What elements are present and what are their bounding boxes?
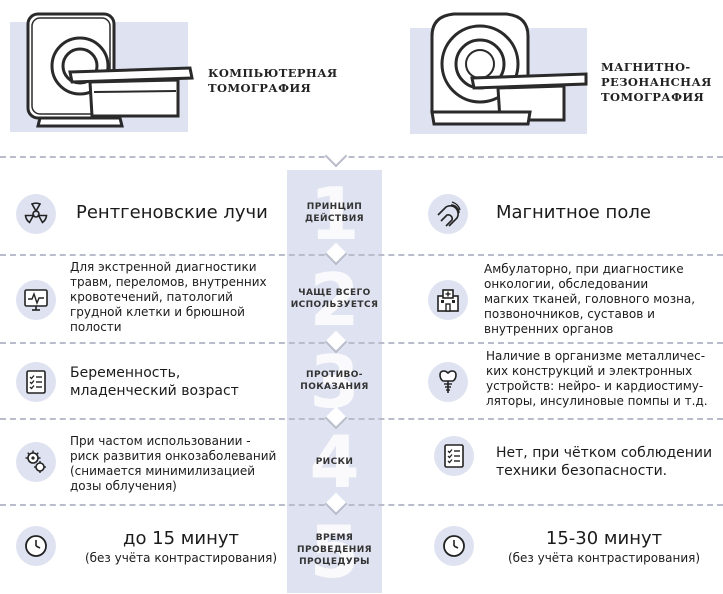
row-5-right-icon-wrap	[434, 526, 474, 566]
monitor-icon	[24, 289, 48, 311]
row-5-left-note: (без учёта контрастирования)	[84, 551, 278, 565]
clock-icon	[25, 535, 47, 557]
row-1-right-text: Магнитное поле	[496, 202, 651, 223]
row-5-left-text: до 15 минут (без учёта контрастирования)	[76, 528, 286, 566]
divider-3	[0, 418, 723, 420]
row-1-left-text: Рентгеновские лучи	[76, 202, 268, 223]
row-5-label-line-1: Время	[315, 532, 354, 543]
row-2-left-line-5: полости	[70, 320, 122, 334]
row-3-left-line-2: младенческий возраст	[70, 383, 239, 399]
row-4-label: Риски	[316, 456, 354, 468]
row-1-left-icon-wrap	[16, 194, 56, 234]
row-2-label: Чаще всего используется	[291, 287, 379, 311]
row-3-label-line-2: показания	[300, 382, 369, 392]
hospital-icon	[437, 289, 459, 312]
row-3-label: Противо- показания	[300, 369, 368, 393]
row-3-left-text: Беременность, младенческий возраст	[70, 364, 239, 400]
center-column	[287, 170, 382, 593]
row-5-left-duration: до 15 минут	[123, 528, 239, 549]
row-1-right-icon-wrap	[428, 194, 468, 234]
row-3-label-line-1: Противо-	[306, 370, 363, 380]
ct-title: Компьютерная томография	[208, 66, 338, 96]
row-2-number: 2	[309, 258, 360, 342]
row-4-number: 4	[309, 420, 360, 504]
row-2-left-line-3: кровотечений, патологий	[70, 290, 233, 304]
tooth-implant-icon	[439, 370, 457, 393]
row-4-left-line-3: (снимается минимилизацией	[70, 464, 256, 478]
row-2-right-icon-wrap	[428, 280, 468, 320]
clock-icon	[443, 535, 465, 557]
row-5-center: 5 Время проведения процедуры	[287, 506, 382, 593]
row-3-right-line-3: устройств: нейро- и кардиостиму-	[486, 379, 704, 393]
row-4-right-line-2: техники безопасности.	[496, 463, 668, 479]
row-5-number: 5	[309, 510, 360, 594]
row-5-label-line-3: процедуры	[299, 556, 370, 567]
row-4-left-line-1: При частом использовании -	[70, 434, 251, 448]
row-4-right-icon-wrap	[434, 436, 474, 476]
row-1-label-line-1: Принцип	[306, 202, 363, 212]
row-3-left-icon-wrap	[16, 362, 56, 402]
row-5-label: Время проведения процедуры	[297, 532, 372, 568]
row-3-left-line-1: Беременность,	[70, 365, 181, 381]
row-2-left-text: Для экстренной диагностики травм, перело…	[70, 260, 267, 335]
row-2-center: 2 Чаще всего используется	[287, 256, 382, 342]
virus-icon	[25, 450, 46, 473]
divider-0-notch	[324, 144, 348, 168]
row-4-center: 4 Риски	[287, 420, 382, 504]
row-3-right-line-4: ляторы, инсулиновые помпы и т.д.	[486, 394, 708, 408]
row-3-right-line-1: Наличие в организме металличес-	[486, 349, 706, 363]
row-1-number: 1	[309, 172, 360, 256]
divider-1	[0, 254, 723, 256]
radiation-icon	[24, 202, 48, 224]
mri-title-line-3: томография	[601, 90, 705, 104]
ct-title-line-1: Компьютерная	[208, 66, 338, 80]
mri-title-line-1: Магнитно-	[601, 60, 691, 74]
mri-title: Магнитно- резонансная томография	[601, 60, 712, 105]
row-2-right-line-5: внутренних органов	[484, 322, 614, 336]
row-2-label-line-1: Чаще всего	[298, 288, 371, 298]
row-2-label-line-2: используется	[290, 300, 379, 310]
ct-scanner-illustration	[26, 12, 194, 128]
row-2-left-icon-wrap	[16, 280, 56, 320]
row-2-right-line-1: Амбулаторно, при диагностике	[484, 262, 684, 276]
row-1-label-line-2: действия	[305, 214, 364, 224]
row-2-right-line-2: онкологии, обследовании	[484, 277, 649, 291]
row-5-left-icon-wrap	[16, 526, 56, 566]
row-2-left-line-4: грудной клетки и брюшной	[70, 305, 245, 319]
row-5-right-note: (без учёта контрастирования)	[507, 551, 701, 565]
row-1-center: 1 Принцип действия	[287, 172, 382, 254]
row-4-left-line-4: дозы облучения)	[70, 479, 177, 493]
row-4-right-line-1: Нет, при чётком соблюдении	[496, 445, 713, 461]
row-3-right-icon-wrap	[428, 362, 468, 402]
row-3-right-text: Наличие в организме металличес- ких конс…	[486, 349, 708, 409]
ct-title-line-2: томография	[208, 81, 312, 95]
row-5-label-line-2: проведения	[297, 544, 372, 555]
row-3-number: 3	[309, 340, 360, 424]
mri-title-line-2: резонансная	[601, 75, 712, 89]
row-4-left-text: При частом использовании - риск развития…	[70, 434, 276, 494]
divider-0	[0, 156, 723, 158]
row-1-label: Принцип действия	[305, 201, 364, 225]
checklist-icon	[26, 370, 46, 394]
divider-4	[0, 504, 723, 506]
magnet-icon	[437, 201, 461, 227]
divider-2	[0, 342, 723, 344]
row-3-center: 3 Противо- показания	[287, 344, 382, 418]
row-2-right-line-3: магких тканей, головного мозна,	[484, 292, 696, 306]
row-4-right-text: Нет, при чётком соблюдении техники безоп…	[496, 444, 712, 480]
row-4-left-line-2: риск развития онкозаболеваний	[70, 449, 277, 463]
checklist-icon	[444, 444, 464, 468]
row-2-left-line-2: травм, переломов, внутренних	[70, 275, 267, 289]
row-5-right-duration: 15-30 минут	[545, 528, 663, 549]
row-5-right-text: 15-30 минут (без учёта контрастирования)	[488, 528, 720, 566]
row-2-right-line-4: позвоночников, суставов и	[484, 307, 655, 321]
row-3-right-line-2: ких конструкций и электронных	[486, 364, 693, 378]
mri-scanner-illustration	[430, 12, 588, 126]
row-4-left-icon-wrap	[16, 442, 56, 482]
row-4-label-line-1: Риски	[315, 457, 354, 467]
row-2-left-line-1: Для экстренной диагностики	[70, 260, 257, 274]
row-2-right-text: Амбулаторно, при диагностике онкологии, …	[484, 262, 695, 337]
